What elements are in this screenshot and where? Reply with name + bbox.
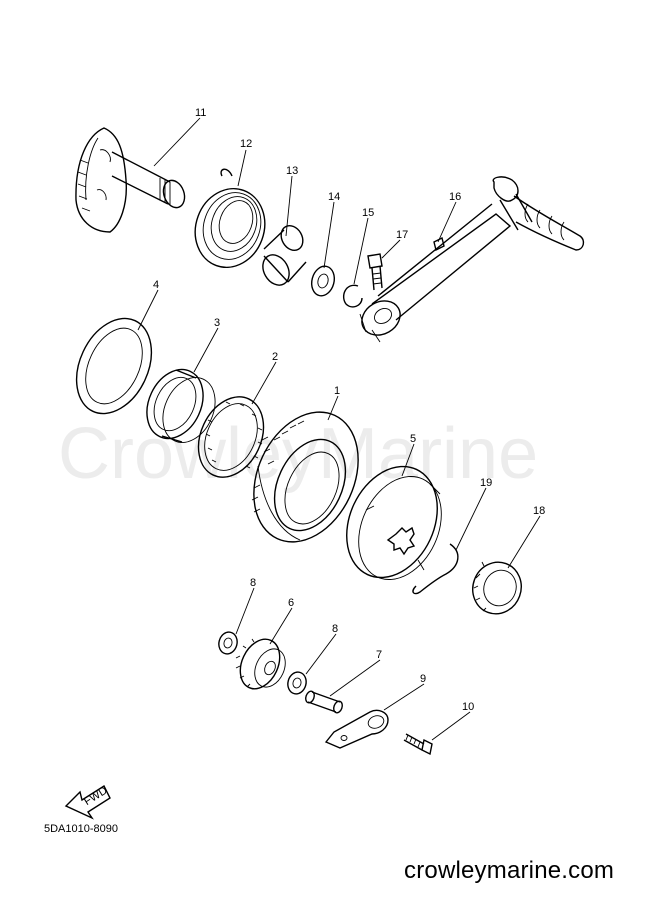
part-12-spring xyxy=(194,168,266,269)
fwd-arrow: FWD xyxy=(64,785,111,820)
part-2-bearing xyxy=(197,396,265,478)
callout-15: 15 xyxy=(362,207,374,219)
callout-19: 19 xyxy=(480,477,492,489)
part-9-stopper-plate xyxy=(324,709,389,749)
callout-3: 3 xyxy=(214,317,220,329)
callout-13: 13 xyxy=(286,165,298,177)
callout-10: 10 xyxy=(462,701,474,713)
callout-8-lower: 8 xyxy=(332,623,338,635)
watermark-text: CrowleyMarine xyxy=(58,414,538,494)
callout-12: 12 xyxy=(240,138,252,150)
part-8-washer-upper xyxy=(218,631,238,655)
part-3-collar xyxy=(146,368,216,443)
callout-4: 4 xyxy=(153,279,159,291)
callout-9: 9 xyxy=(420,673,426,685)
callout-16: 16 xyxy=(449,191,461,203)
callout-6: 6 xyxy=(288,597,294,609)
part-16-kick-crank xyxy=(359,176,585,343)
callout-18: 18 xyxy=(533,505,545,517)
callout-2: 2 xyxy=(272,351,278,363)
part-11-kick-shaft xyxy=(75,127,186,233)
part-10-bolt xyxy=(403,733,433,756)
callout-11: 11 xyxy=(195,107,206,119)
part-15-circlip xyxy=(342,284,363,308)
part-1-ratchet-wheel xyxy=(251,411,359,543)
callout-labels: 11 12 13 14 15 17 16 4 3 2 1 5 19 18 8 6… xyxy=(153,107,545,713)
part-7-pin xyxy=(305,690,343,714)
site-name: crowleymarine.com xyxy=(404,857,615,884)
callout-5: 5 xyxy=(410,433,416,445)
callout-8-upper: 8 xyxy=(250,577,256,589)
callout-leaders xyxy=(137,117,541,741)
part-8-washer-lower xyxy=(287,671,307,695)
part-13-bushing xyxy=(262,224,307,286)
part-4-washer xyxy=(75,317,153,415)
part-14-washer xyxy=(310,265,336,297)
part-18-gear xyxy=(472,561,522,615)
callout-7: 7 xyxy=(376,649,382,661)
part-19-spring-clip xyxy=(412,543,459,595)
callout-14: 14 xyxy=(328,191,340,203)
part-17-bolt xyxy=(367,253,383,291)
part-6-pinion-gear xyxy=(235,638,286,690)
diagram-code: 5DA1010-8090 xyxy=(44,823,119,835)
callout-17: 17 xyxy=(396,229,408,241)
part-5-drive-plate xyxy=(346,465,442,580)
callout-1: 1 xyxy=(334,385,340,397)
